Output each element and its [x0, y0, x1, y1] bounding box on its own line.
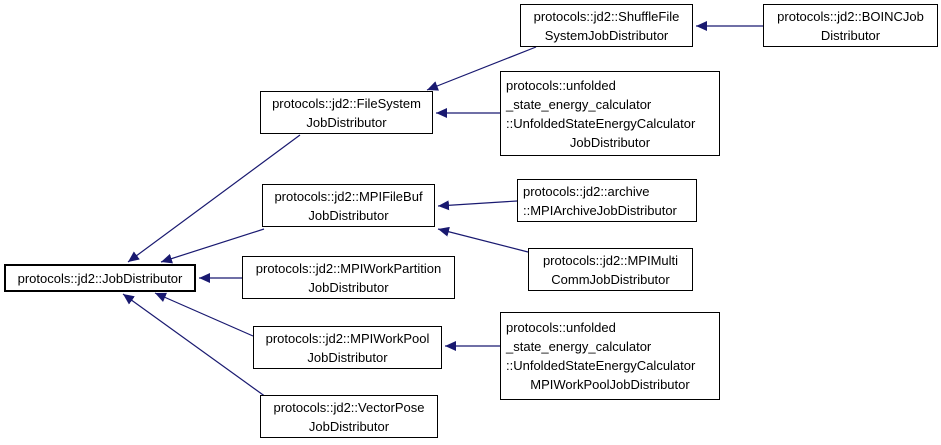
class-node-label: ::MPIArchiveJobDistributor: [523, 202, 677, 218]
class-node-label: protocols::unfolded: [506, 320, 616, 335]
class-node-mpi-multi-comm-job-distributor[interactable]: protocols::jd2::MPIMulti CommJobDistribu…: [528, 248, 693, 291]
class-node-vector-pose-job-distributor[interactable]: protocols::jd2::VectorPose JobDistributo…: [260, 395, 438, 438]
arrow-mpiarchive-to-mpifilebuf: [437, 200, 518, 211]
class-node-label: JobDistributor: [308, 418, 390, 434]
class-node-label: ::UnfoldedStateEnergyCalculator: [506, 115, 696, 131]
class-node-label: protocols::jd2::MPIMulti: [542, 252, 679, 268]
class-node-label: CommJobDistributor: [551, 271, 670, 287]
class-node-mpi-work-partition-job-distributor[interactable]: protocols::jd2::MPIWorkPartition JobDist…: [242, 256, 455, 299]
class-node-shuffle-file-system-job-distributor[interactable]: protocols::jd2::ShuffleFile SystemJobDis…: [520, 4, 693, 47]
class-node-label: MPIWorkPoolJobDistributor: [530, 377, 690, 392]
arrow-mpiworkpool-to-jobdistributor: [154, 292, 254, 337]
class-node-mpi-work-pool-job-distributor[interactable]: protocols::jd2::MPIWorkPool JobDistribut…: [253, 326, 442, 369]
class-node-label: _state_energy_calculator: [506, 339, 652, 354]
class-node-label: protocols::jd2::BOINCJob: [777, 8, 924, 24]
class-node-label: protocols::jd2::VectorPose: [273, 399, 425, 415]
class-node-mpi-archive-job-distributor[interactable]: protocols::jd2::archive ::MPIArchiveJobD…: [517, 179, 697, 222]
class-node-unfolded-state-energy-calculator-mpi-work-pool-job-distributor[interactable]: protocols::unfolded _state_energy_calcul…: [500, 312, 720, 400]
class-node-mpi-file-buf-job-distributor[interactable]: protocols::jd2::MPIFileBuf JobDistributo…: [262, 184, 435, 227]
arrow-vectorpose-to-jobdistributor: [122, 293, 267, 398]
class-node-label: Distributor: [820, 27, 881, 43]
class-node-label: protocols::jd2::FileSystem: [272, 95, 421, 111]
class-node-label: protocols::jd2::ShuffleFile: [533, 8, 680, 24]
class-node-label: protocols::jd2::JobDistributor: [17, 270, 183, 286]
class-node-label: JobDistributor: [308, 207, 389, 223]
class-node-label: protocols::jd2::MPIFileBuf: [274, 188, 423, 204]
class-node-label: protocols::unfolded: [506, 77, 616, 93]
class-node-label: ::UnfoldedStateEnergyCalculator: [506, 358, 696, 373]
class-node-label: protocols::jd2::MPIWorkPartition: [255, 260, 442, 276]
class-node-label: SystemJobDistributor: [544, 27, 669, 43]
class-node-boinc-job-distributor[interactable]: protocols::jd2::BOINCJob Distributor: [763, 4, 938, 47]
class-node-file-system-job-distributor[interactable]: protocols::jd2::FileSystem JobDistributo…: [260, 91, 433, 134]
class-node-unfolded-state-energy-calculator-job-distributor[interactable]: protocols::unfolded _state_energy_calcul…: [500, 71, 720, 156]
class-node-label: protocols::jd2::MPIWorkPool: [265, 330, 430, 346]
class-node-label: JobDistributor: [307, 349, 388, 365]
class-node-label: JobDistributor: [308, 279, 389, 295]
class-node-label: protocols::jd2::archive: [523, 183, 650, 199]
class-node-job-distributor[interactable]: protocols::jd2::JobDistributor: [4, 264, 196, 292]
class-node-label: JobDistributor: [569, 134, 651, 150]
arrow-mpimulticomm-to-mpifilebuf: [437, 226, 529, 253]
class-node-label: _state_energy_calculator: [506, 96, 652, 112]
class-node-label: JobDistributor: [306, 114, 387, 130]
